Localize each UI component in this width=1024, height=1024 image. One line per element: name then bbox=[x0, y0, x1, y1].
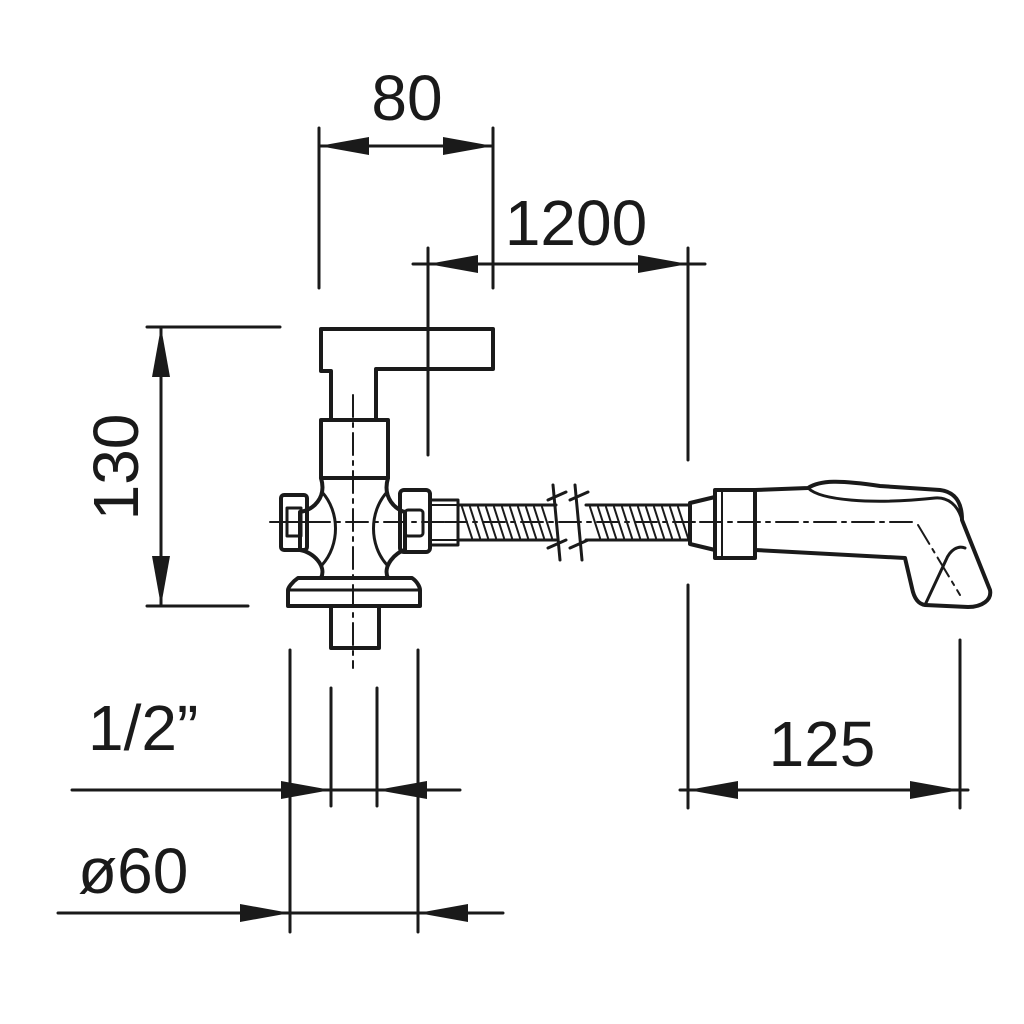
hand-spray bbox=[688, 479, 993, 609]
dim-handle-width: 80 bbox=[317, 62, 495, 290]
dim-label-spray-length: 125 bbox=[769, 708, 876, 780]
angle-valve bbox=[269, 327, 495, 669]
dim-label-thread-size: 1/2” bbox=[88, 692, 198, 764]
hose-coil bbox=[589, 506, 601, 539]
dim-label-handle-width: 80 bbox=[371, 62, 442, 134]
dim-height: 130 bbox=[80, 325, 282, 608]
dim-label-hose-length: 1200 bbox=[505, 187, 647, 259]
dim-thread-size: 1/2” bbox=[70, 686, 462, 808]
dim-flange-diameter: ø60 bbox=[56, 648, 505, 934]
hose-coil bbox=[653, 506, 665, 539]
hose-coil bbox=[541, 506, 553, 539]
dim-label-flange-diameter: ø60 bbox=[78, 835, 188, 907]
dim-hose-length: 1200 bbox=[411, 187, 707, 462]
flexible-hose bbox=[444, 483, 701, 562]
dim-spray-length: 125 bbox=[678, 583, 970, 810]
hose-coil bbox=[501, 506, 513, 539]
dim-label-height: 130 bbox=[80, 414, 152, 521]
